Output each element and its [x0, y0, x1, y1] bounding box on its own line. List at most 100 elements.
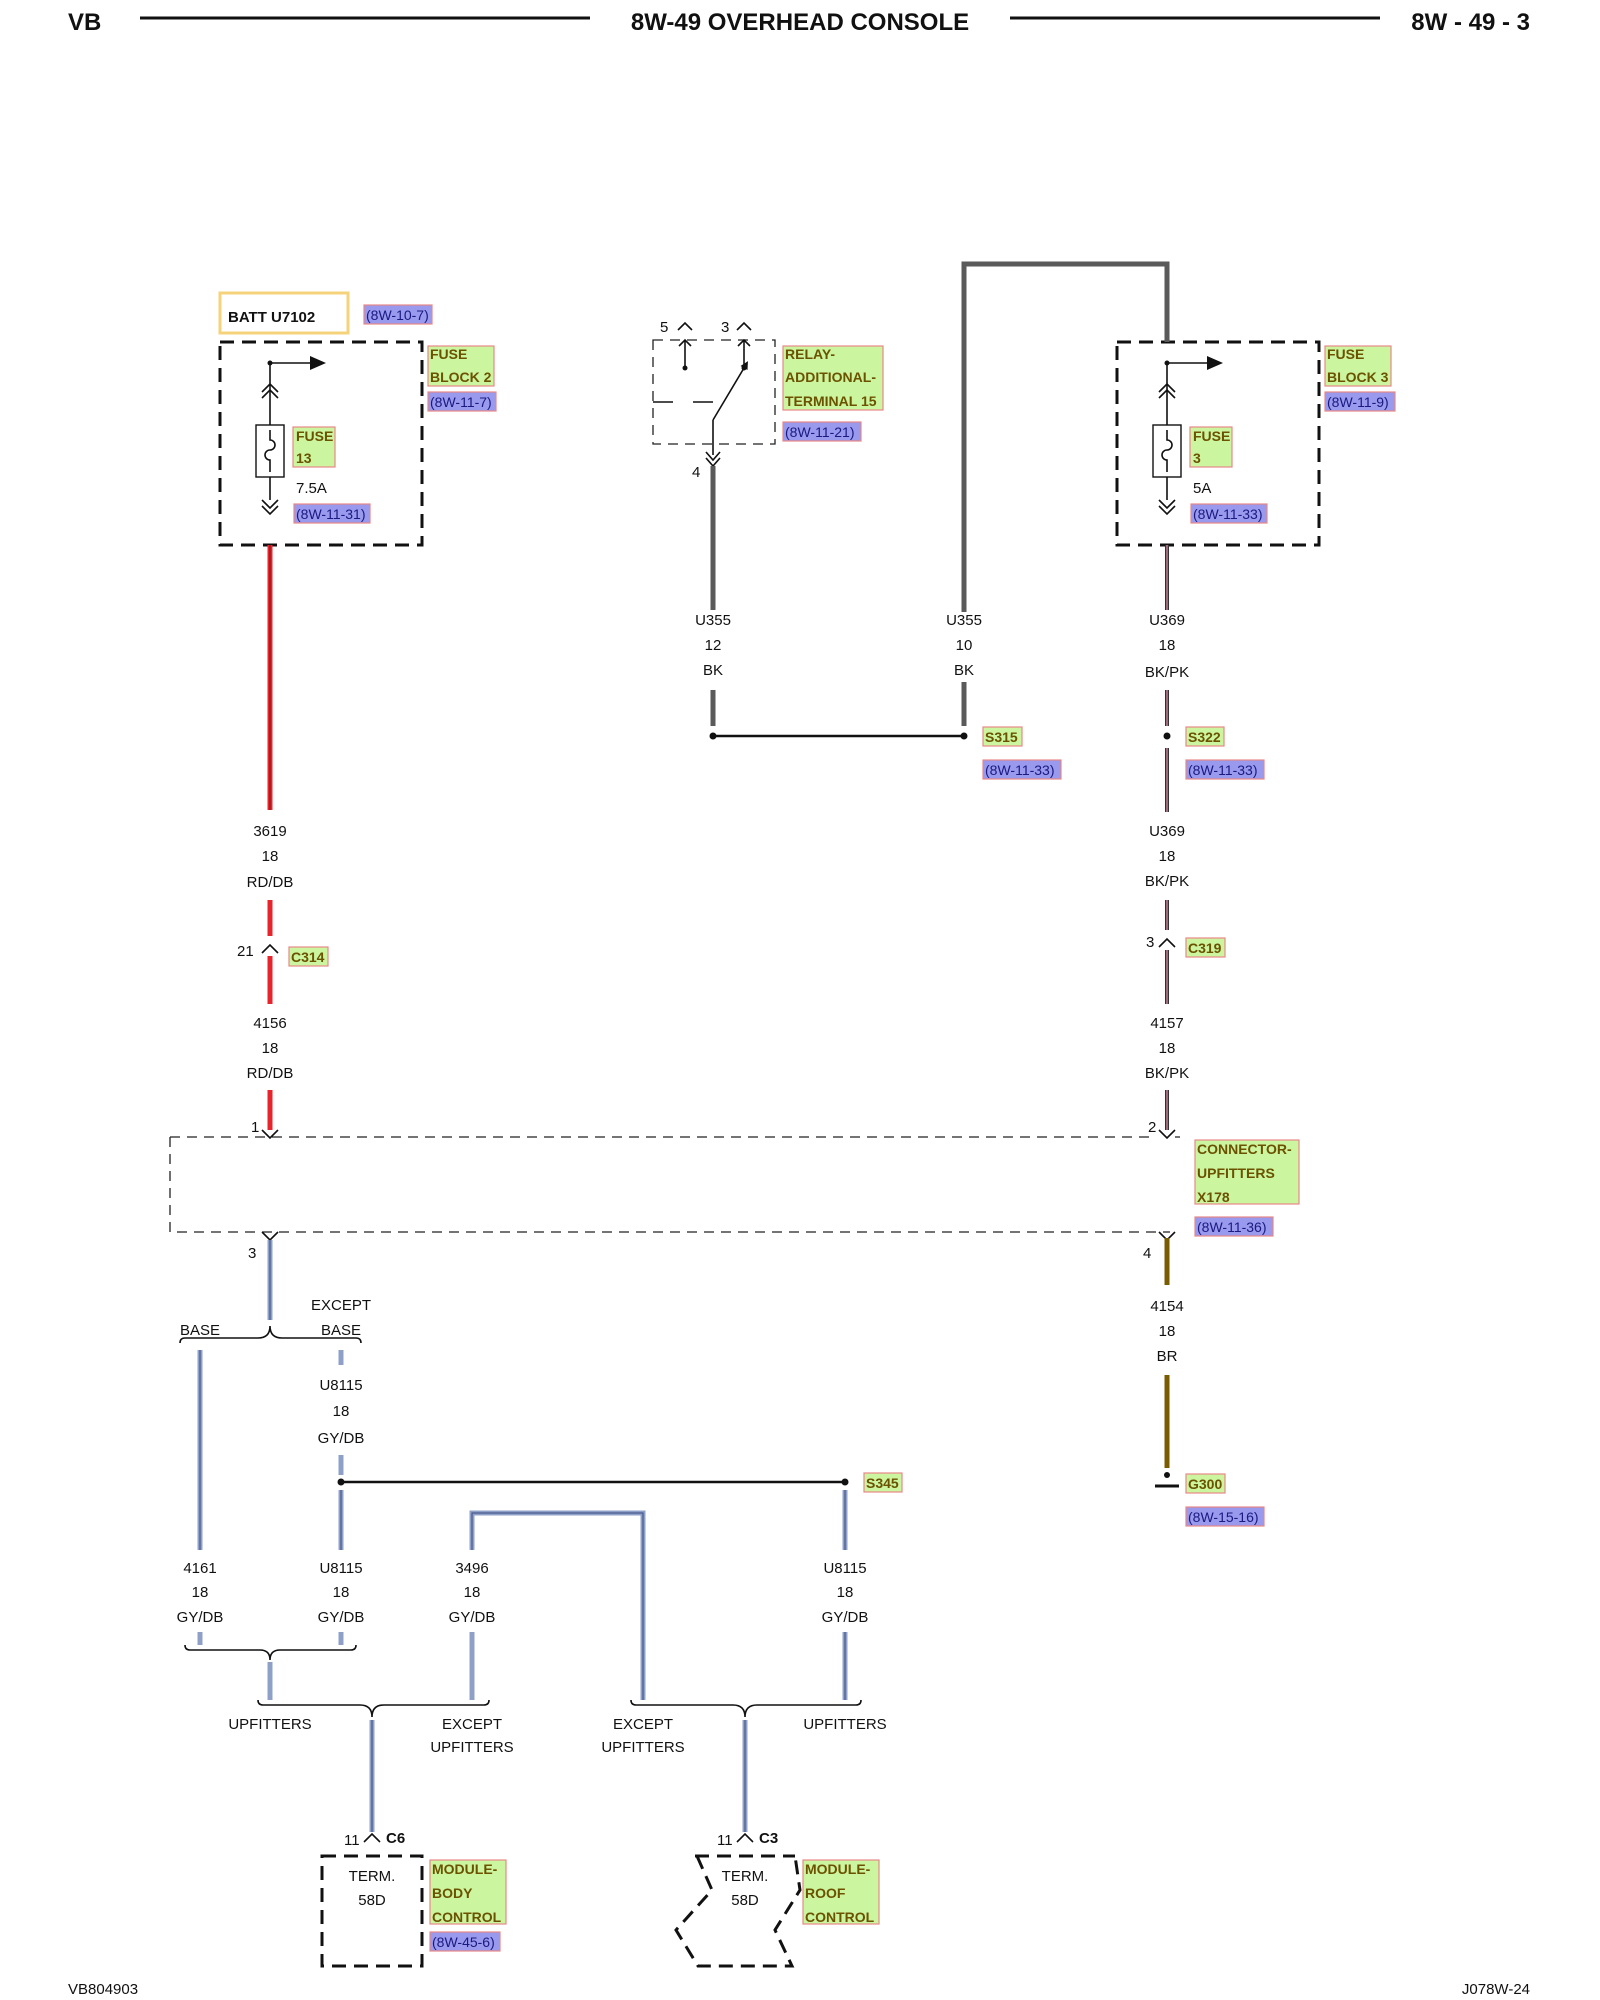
fuse-13-rating: 7.5A	[296, 480, 327, 497]
u369-a-circuit: U369	[1149, 612, 1185, 629]
fuse-block-3-arrow-icon	[1207, 356, 1223, 370]
body-name-1: MODULE-	[432, 1861, 498, 1877]
c314-label: C314	[291, 949, 325, 965]
w4154-color: BR	[1157, 1348, 1178, 1365]
relay-ref-box	[782, 421, 862, 442]
fuse-block-2-ref: (8W-11-7)	[430, 394, 492, 410]
body-term-2: 58D	[358, 1892, 386, 1909]
c314-connector-icon	[261, 943, 279, 954]
fuse-3-name-1: FUSE	[1193, 428, 1230, 444]
relay-ref: (8W-11-21)	[785, 424, 855, 440]
s322-label: S322	[1188, 729, 1221, 745]
batt-ref: (8W-10-7)	[366, 307, 429, 323]
w4156-circuit: 4156	[253, 1015, 286, 1032]
roof-name-2: ROOF	[805, 1885, 846, 1901]
fuse-block-3-name-2: BLOCK 3	[1327, 369, 1389, 385]
u369-b-circuit: U369	[1149, 823, 1185, 840]
x178-pin-4: 4	[1143, 1245, 1151, 1262]
fuse-block-2-name-2: BLOCK 2	[430, 369, 492, 385]
relay-pin-3: 3	[721, 319, 729, 336]
body-ref: (8W-45-6)	[432, 1934, 495, 1950]
relay-label-box	[782, 345, 884, 411]
base-split-bracket	[179, 1325, 362, 1344]
x178-name-1: CONNECTOR-	[1197, 1141, 1292, 1157]
w4157-color: BK/PK	[1145, 1065, 1189, 1082]
relay-switch-contact	[712, 367, 745, 421]
w4161-circuit: 4161	[183, 1560, 216, 1577]
g300-ref: (8W-15-16)	[1188, 1509, 1259, 1525]
relay-outline	[652, 339, 776, 445]
c319-pin: 3	[1146, 934, 1154, 951]
w3496-color: GY/DB	[449, 1609, 496, 1626]
page-title: 8W-49 OVERHEAD CONSOLE	[631, 9, 969, 36]
w4157-circuit: 4157	[1150, 1015, 1183, 1032]
w4156-gauge: 18	[262, 1040, 279, 1057]
u369-a-color: BK/PK	[1145, 664, 1189, 681]
g300-label-box	[1185, 1473, 1226, 1494]
opt-except: EXCEPT	[311, 1297, 371, 1314]
w4161-color: GY/DB	[177, 1609, 224, 1626]
body-pin: 11	[344, 1832, 360, 1849]
body-name-3: CONTROL	[432, 1909, 502, 1925]
relay-pin-4: 4	[692, 464, 700, 481]
w3619-circuit: 3619	[253, 823, 286, 840]
fuse-3-rating: 5A	[1193, 480, 1211, 497]
opt-base: BASE	[180, 1322, 220, 1339]
fuse-block-2-outline	[218, 340, 424, 547]
relay-name-3: TERMINAL 15	[785, 393, 877, 409]
s315-label-box	[982, 726, 1023, 747]
opt-except-upf-2a: EXCEPT	[613, 1716, 673, 1733]
x178-label-box	[1194, 1139, 1300, 1205]
fuse-block-2-name-1: FUSE	[430, 346, 467, 362]
fuse-block-2-term-top	[261, 382, 279, 393]
w3496-circuit: 3496	[455, 1560, 488, 1577]
fuse-block-2-arrow-icon	[310, 356, 326, 370]
batt-label: BATT U7102	[228, 309, 315, 326]
x178-ref: (8W-11-36)	[1197, 1219, 1267, 1235]
roof-control-outline	[674, 1854, 802, 1968]
x178-pin-2: 2	[1148, 1119, 1156, 1136]
roof-term-2: 58D	[731, 1892, 759, 1909]
fuse-block-3-ref-box	[1324, 391, 1396, 412]
c6-connector-icon	[363, 1832, 381, 1843]
c314-pin: 21	[237, 943, 254, 960]
x178-name-2: UPFITTERS	[1197, 1165, 1275, 1181]
u8115-c-circuit: U8115	[823, 1560, 866, 1577]
splice-s345-dot	[841, 1478, 849, 1486]
s322-ref: (8W-11-33)	[1188, 762, 1258, 778]
roof-term-1: TERM.	[722, 1868, 769, 1885]
opt-except-upf-2b: UPFITTERS	[601, 1739, 684, 1756]
fuse-13-name-2: 13	[296, 450, 312, 466]
wire-3496	[469, 1510, 646, 1700]
header-left: VB	[68, 9, 101, 36]
w4156-color: RD/DB	[247, 1065, 294, 1082]
g300-ref-box	[1185, 1506, 1265, 1527]
x178-pin-1: 1	[251, 1119, 259, 1136]
u8115-c-color: GY/DB	[822, 1609, 869, 1626]
opt-upfitters-2: UPFITTERS	[803, 1716, 886, 1733]
x178-ref-box	[1194, 1216, 1274, 1237]
u8115-b-color: GY/DB	[318, 1609, 365, 1626]
c6-label: C6	[386, 1830, 405, 1847]
opt-except-upf-1a: EXCEPT	[442, 1716, 502, 1733]
batt-box	[218, 291, 350, 335]
u8115-b-circuit: U8115	[319, 1560, 362, 1577]
s345-label: S345	[866, 1475, 899, 1491]
footer-left: VB804903	[68, 1981, 138, 1998]
u8115-a-color: GY/DB	[318, 1430, 365, 1447]
x178-outline	[169, 1136, 1180, 1233]
c319-label: C319	[1188, 940, 1222, 956]
roof-control-label-box	[802, 1859, 880, 1925]
u8115-b-gauge: 18	[333, 1584, 350, 1601]
x178-name-3: X178	[1197, 1189, 1230, 1205]
w3619-gauge: 18	[262, 848, 279, 865]
fuse-13-ref: (8W-11-31)	[296, 506, 366, 522]
u369-b-gauge: 18	[1159, 848, 1176, 865]
c3-label: C3	[759, 1830, 778, 1847]
fuse-3-ref-box	[1190, 503, 1268, 524]
c319-connector-icon	[1158, 937, 1176, 948]
s315-label: S315	[985, 729, 1018, 745]
u369-b-color: BK/PK	[1145, 873, 1189, 890]
s315-ref-box	[982, 759, 1062, 780]
